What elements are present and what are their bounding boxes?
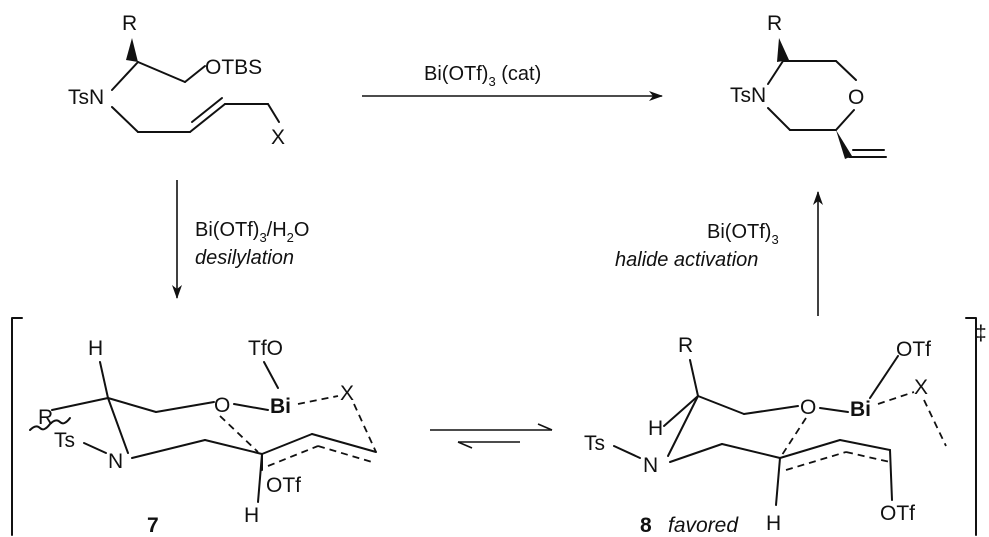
bond [257,453,263,503]
atom-tsn: TsN [730,84,766,107]
bond [107,397,129,454]
bond [184,65,206,83]
bond [869,355,899,399]
atom-r: R [38,406,53,429]
bracket-right [965,317,977,536]
partial-bond [779,417,807,459]
bond [204,439,263,455]
bond [83,442,107,454]
bond [689,359,699,397]
atom-otf: OTf [266,474,301,497]
bond [667,395,699,457]
note-favored: favored [668,514,739,537]
note-desilylation: desilylation [195,247,294,269]
partial-bond [219,415,259,453]
wedge-bond [836,130,852,159]
atom-x: X [340,382,354,405]
bond [889,449,893,501]
partial-bond [923,399,947,447]
atom-tfo: TfO [248,337,283,360]
wedge-bond [126,38,138,62]
compound-8-label: 8 [640,514,652,537]
partial-bond [297,395,339,405]
bond [263,361,279,389]
atom-otbs: OTBS [205,56,262,79]
atom-r: R [767,12,782,35]
atom-n: N [643,454,658,477]
atom-o: O [800,396,816,419]
note-halide-activation: halide activation [615,249,758,271]
atom-otf: OTf [880,502,915,525]
bond [111,106,139,133]
atom-otf: OTf [896,338,931,361]
bond [111,61,139,91]
bond [835,109,855,131]
bond [137,61,186,83]
allyl-partial-bond [845,451,891,463]
reagent-right: Bi(OTf)3 [707,221,779,247]
bond [155,401,215,413]
double-bond [191,97,223,123]
atom-o: O [848,86,864,109]
allyl-partial-bond [317,445,373,463]
atom-o: O [214,394,230,417]
atom-bi: Bi [270,395,291,418]
atom-bi: Bi [850,398,871,421]
ts-double-dagger: ‡ [975,322,987,345]
atom-n: N [108,450,123,473]
atom-ts: Ts [54,429,75,452]
transition-state-8: R H Ts N O Bi OTf X OTf H 8 favored [584,334,947,537]
bond [99,361,109,399]
atom-h: H [88,337,103,360]
atom-h: H [766,512,781,535]
atom-x: X [271,126,285,149]
bond [767,60,784,85]
atom-tsn: TsN [68,86,104,109]
bond [721,443,781,459]
atom-r: R [678,334,693,357]
bond [819,407,849,413]
equilibrium-forward-head [537,423,553,431]
bond [775,457,781,506]
equilibrium-reverse-head [457,441,473,449]
bond [107,397,157,413]
bond [835,60,857,81]
bond [233,403,269,411]
partial-bond [353,403,377,453]
bond [51,397,109,411]
bond [767,107,791,131]
bond [669,443,723,463]
allyl-partial-bond [785,451,847,471]
partial-bond [877,391,915,405]
atom-x: X [914,376,928,399]
reagent-left: Bi(OTf)3/H2O [195,219,309,245]
steric-clash-mark [29,417,71,431]
bond [189,103,226,133]
bond [663,395,699,427]
transition-state-7: H R Ts N O TfO Bi X OTf H 7 [29,337,377,537]
atom-ts: Ts [584,432,605,455]
wedge-bond [777,38,789,62]
atom-h: H [244,504,259,527]
bond [779,439,841,459]
bond [311,433,377,453]
atom-h: H [648,417,663,440]
bond [131,439,206,459]
starting-material: R OTBS TsN X [68,12,285,149]
bond [267,103,280,123]
reagent-top: Bi(OTf)3 (cat) [424,63,541,89]
bond [261,433,313,455]
bracket-left [11,317,23,536]
allyl-partial-bond [267,445,319,467]
bond [697,395,745,415]
compound-7-label: 7 [147,514,159,537]
bond [839,439,891,451]
bond [613,445,641,459]
bond [743,405,799,415]
product-morpholine: R O TsN [730,12,887,159]
atom-r: R [122,12,137,35]
